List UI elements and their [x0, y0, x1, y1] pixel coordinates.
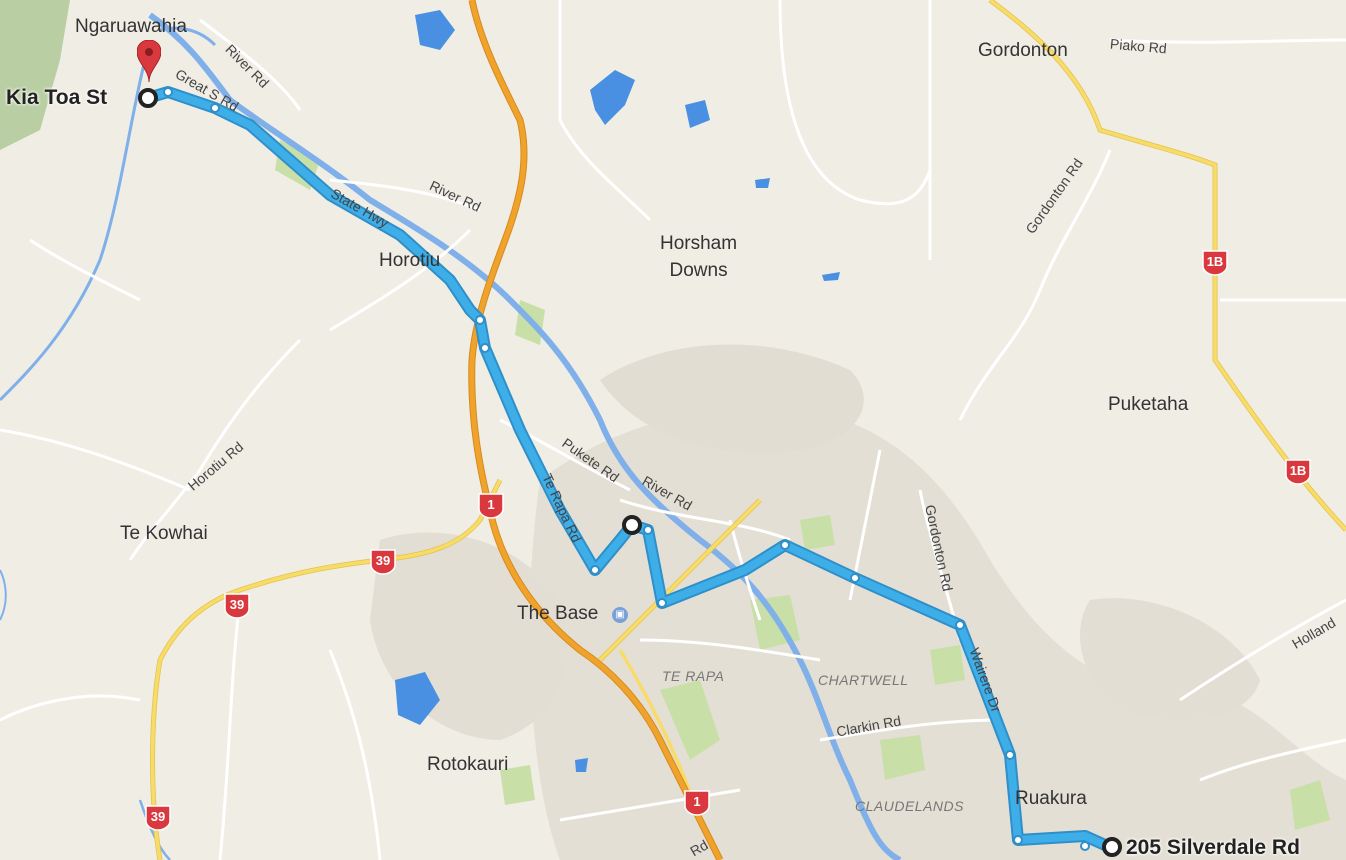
- lake-7: [575, 758, 588, 772]
- district-claudelands: CLAUDELANDS: [855, 798, 964, 814]
- place-ngaruawahia: Ngaruawahia: [75, 16, 187, 37]
- route-end-label: 205 Silverdale Rd: [1126, 836, 1300, 859]
- place-rotokauri: Rotokauri: [427, 754, 509, 775]
- park-3: [660, 680, 720, 760]
- place-horotiu: Horotiu: [379, 250, 441, 271]
- start-point: [138, 88, 158, 108]
- lake-4: [395, 672, 440, 725]
- highway-shield-1-bottom: 1: [684, 790, 710, 816]
- place-horsham-downs: Horsham Downs: [660, 233, 738, 281]
- urban-area-hamilton: [529, 407, 1346, 860]
- lake-3: [685, 100, 710, 128]
- stream-1: [159, 26, 217, 47]
- highway-shield-39-b: 39: [224, 593, 250, 619]
- highway-shield-39-c: 39: [145, 805, 171, 831]
- lake-1: [415, 10, 455, 50]
- waipa-river: [0, 59, 147, 402]
- end-point: [1102, 837, 1122, 857]
- hill-shading: [0, 0, 70, 150]
- expressway: [469, 0, 723, 860]
- park-8: [500, 765, 535, 805]
- shopping-bag-icon[interactable]: ▣: [612, 607, 628, 623]
- waikato-river: [148, 12, 902, 860]
- park-9: [930, 645, 965, 685]
- urban-area-north: [600, 344, 864, 453]
- highway-shield-1-mid: 1: [478, 493, 504, 519]
- highway-shield-1b-bottom: 1B: [1285, 459, 1311, 485]
- lake-2: [590, 70, 635, 125]
- park-6: [880, 735, 925, 780]
- route-waypoints: [163, 87, 1090, 851]
- park-7: [1290, 780, 1330, 830]
- district-te-rapa: TE RAPA: [662, 668, 725, 684]
- highway-shield-1b-top: 1B: [1202, 250, 1228, 276]
- highway-shield-39-a: 39: [370, 549, 396, 575]
- stream-3: [0, 569, 7, 621]
- lake-6: [822, 272, 840, 281]
- place-te-kowhai: Te Kowhai: [120, 523, 208, 544]
- place-puketaha: Puketaha: [1108, 394, 1189, 415]
- route-line: [144, 88, 1109, 849]
- route-start-label: Kia Toa St: [6, 86, 108, 109]
- via-point: [622, 515, 642, 535]
- place-the-base[interactable]: The Base: [517, 603, 599, 624]
- place-gordonton: Gordonton: [978, 40, 1068, 61]
- map-pin-icon[interactable]: [137, 40, 161, 84]
- district-chartwell: CHARTWELL: [818, 672, 909, 688]
- lake-5: [755, 178, 770, 188]
- park-5: [800, 515, 835, 550]
- urban-area-east: [1080, 598, 1260, 720]
- place-ruakura: Ruakura: [1015, 788, 1087, 809]
